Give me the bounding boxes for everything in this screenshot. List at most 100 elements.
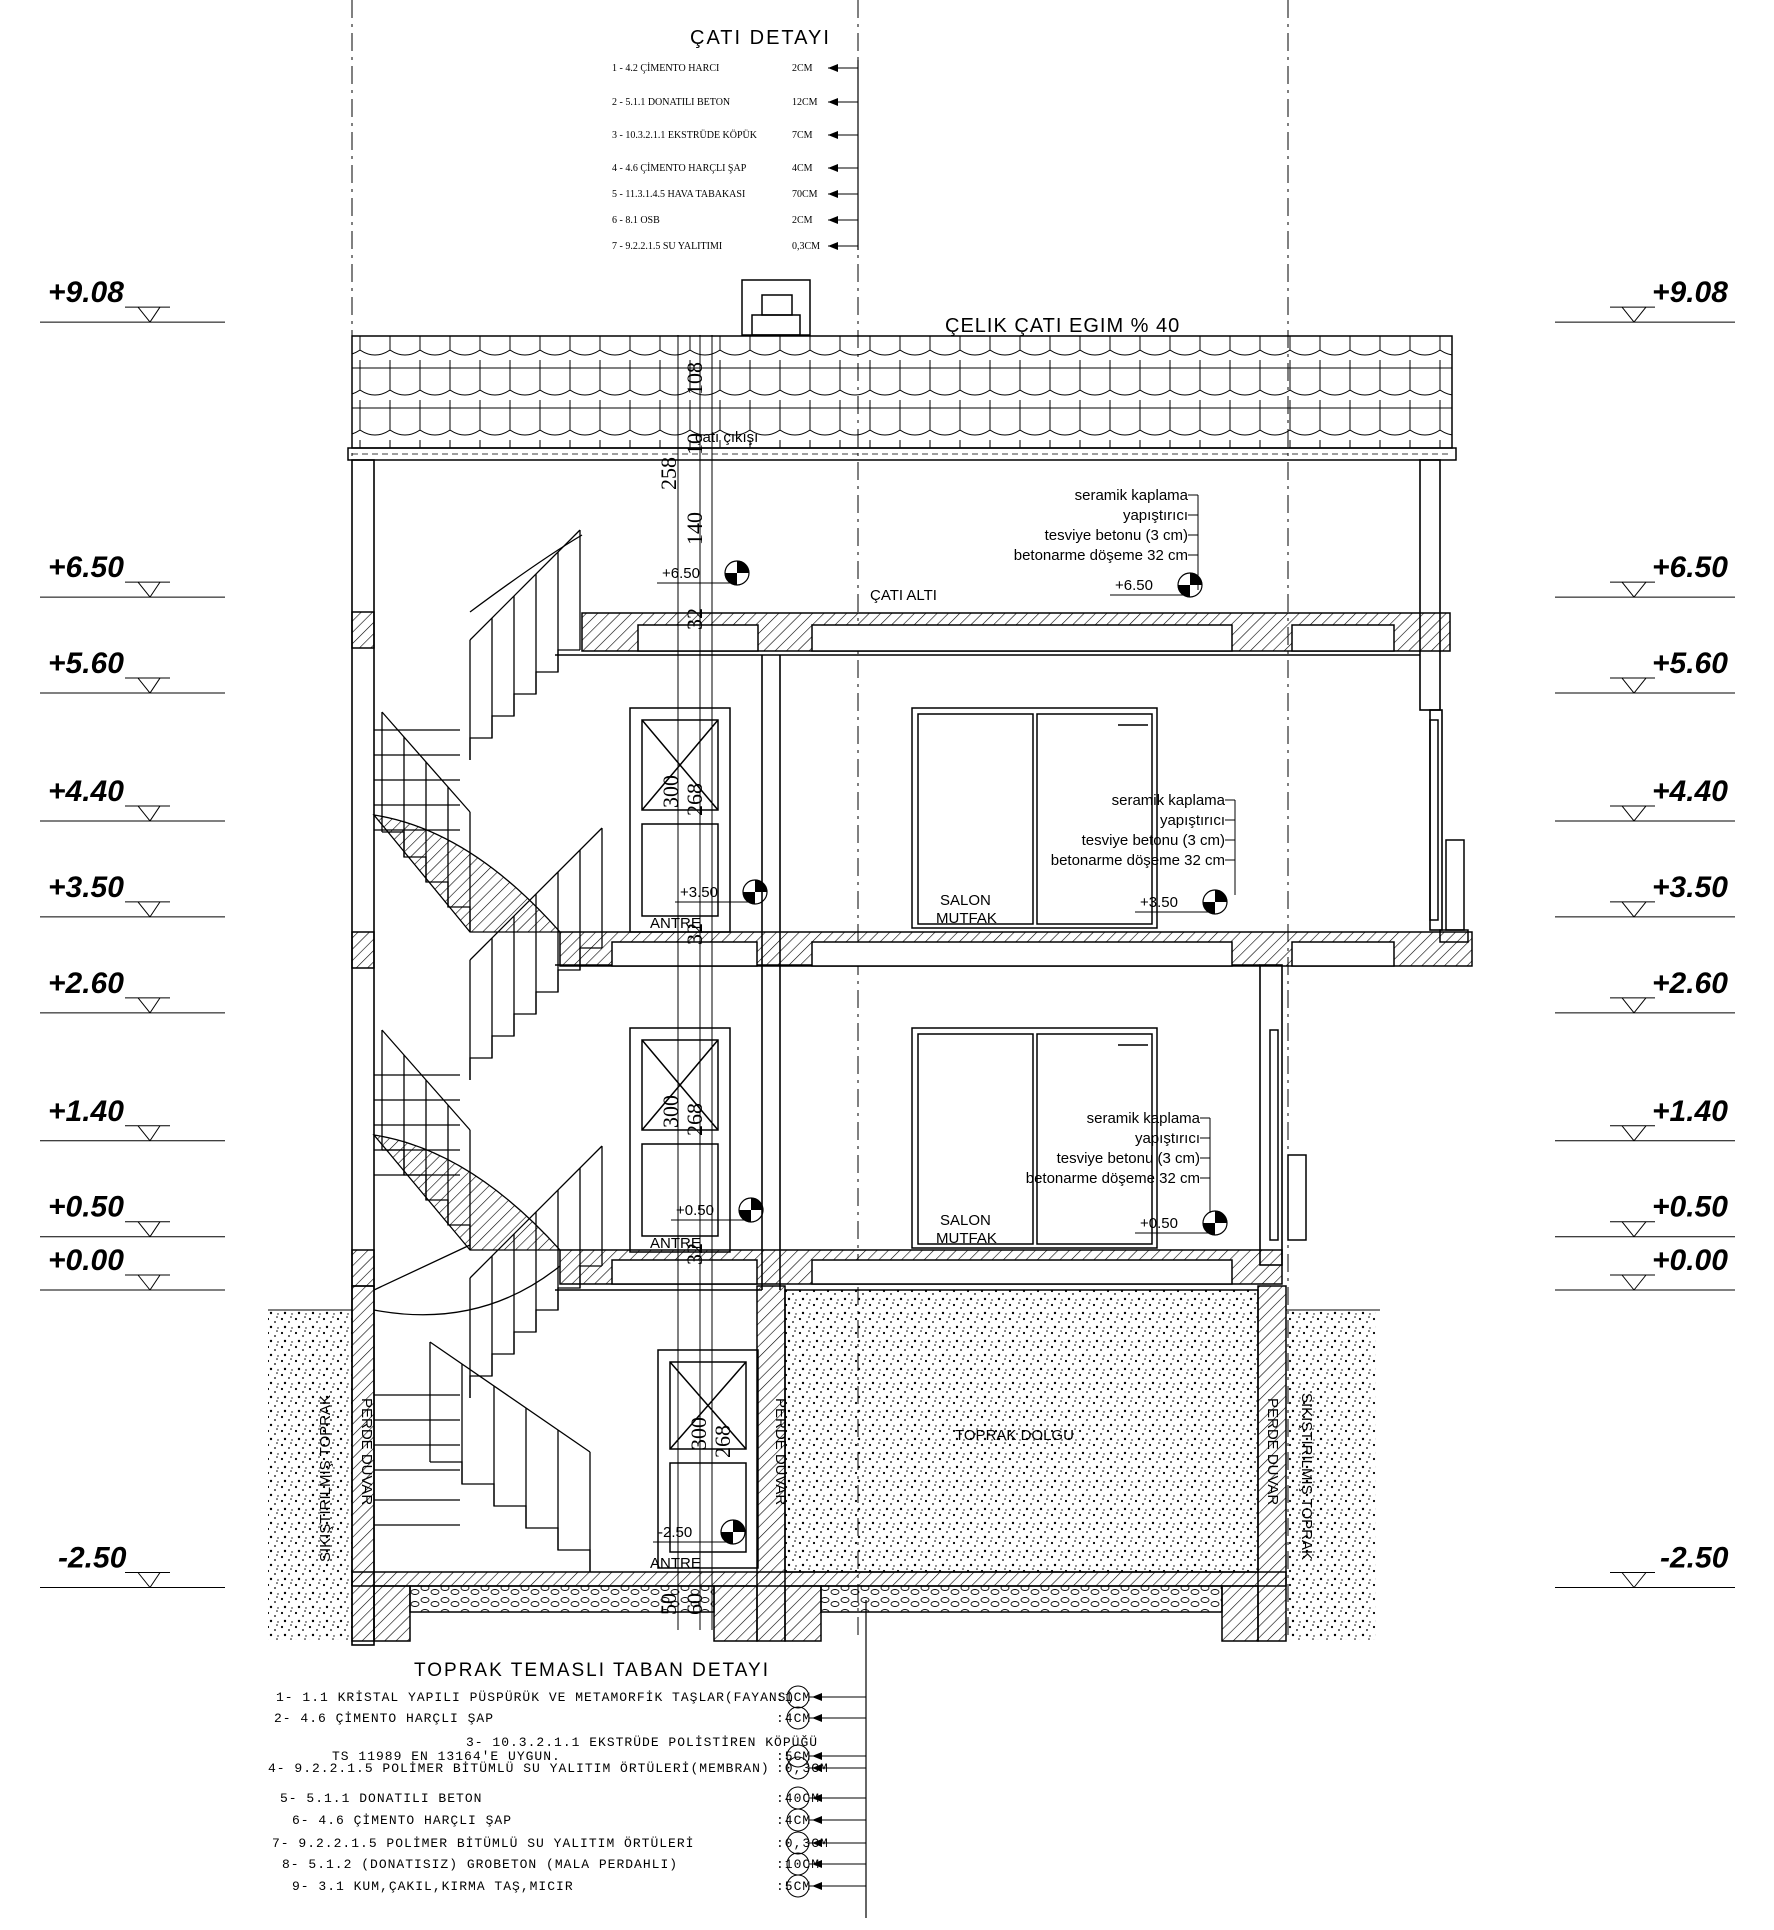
ground-detail: TOPRAK TEMASLI TABAN DETAYI 1- 1.1 KRİST… <box>268 1600 867 1918</box>
level-label: +1.40 <box>48 1095 124 1128</box>
level-marker-left: +3.50 <box>40 871 225 918</box>
dimension-label: 60 <box>682 1593 707 1615</box>
compacted-soil-label: SIKIŞTIRILMIŞ TOPRAK <box>317 1395 334 1562</box>
level-marker-left: +2.60 <box>40 967 225 1014</box>
level-marker-left: +0.00 <box>40 1244 225 1291</box>
stair-treads <box>374 1074 460 1176</box>
floor-finish-notes: seramik kaplama yapıştırıcı tesviye betonu… <box>1014 487 1236 1213</box>
spot-level: +6.50 <box>1110 572 1203 598</box>
dimension-label: 10 <box>682 433 707 455</box>
retaining-wall-label: PERDE DUVAR <box>1264 1398 1281 1505</box>
level-label: +0.50 <box>1652 1191 1728 1224</box>
door-clear-height-label: 268 <box>710 1425 735 1458</box>
under-roof-label: ÇATI ALTI <box>870 587 937 604</box>
level-symbol-icon <box>725 561 749 585</box>
arrow-icon <box>812 1693 822 1701</box>
level-marker-left: +1.40 <box>40 1095 225 1142</box>
level-label: +2.60 <box>1652 967 1728 1000</box>
room-label-kitchen: MUTFAK <box>936 1230 997 1247</box>
spot-level: +0.50 <box>1135 1210 1228 1236</box>
ground-layer-label: 1- 1.1 KRİSTAL YAPILI PÜSPÜRÜK VE METAMO… <box>276 1690 795 1705</box>
level-label: +3.50 <box>48 871 124 904</box>
dimension-label: 32 <box>682 923 707 945</box>
level-marker-left: +4.40 <box>40 775 225 822</box>
vertical-dimension-chain <box>677 335 713 1630</box>
floor-note: yapıştırıcı <box>1135 1130 1200 1147</box>
level-label: -2.50 <box>1660 1542 1729 1575</box>
ground-layer-label: 9- 3.1 KUM,ÇAKIL,KIRMA TAŞ,MICIR <box>292 1879 574 1894</box>
level-marker-right: +9.08 <box>1555 276 1735 323</box>
handrail <box>381 1029 471 1131</box>
arrow-icon <box>812 1764 822 1772</box>
level-marker-right: +6.50 <box>1555 551 1735 598</box>
floor-note: seramik kaplama <box>1075 487 1189 504</box>
arrow-icon <box>812 1752 822 1760</box>
arrow-icon <box>812 1714 822 1722</box>
stair-curve <box>469 534 583 613</box>
retaining-wall-label: PERDE DUVAR <box>358 1398 375 1505</box>
level-label: +9.08 <box>1652 276 1728 309</box>
arrow-icon <box>828 190 838 198</box>
room-labels: ANTREANTREANTRESALONMUTFAKSALONMUTFAKTOP… <box>317 587 1315 1572</box>
level-symbol-icon <box>743 880 767 904</box>
roof-layer-thickness: 2CM <box>792 215 813 226</box>
level-label: +5.60 <box>1652 647 1728 680</box>
level-marker-left: +9.08 <box>40 276 225 323</box>
level-label: +5.60 <box>48 647 124 680</box>
spot-level-label: +0.50 <box>676 1202 714 1219</box>
roof-layer-label: 4 - 4.6 ÇİMENTO HARÇLI ŞAP <box>612 162 747 174</box>
arrow-icon <box>812 1882 822 1890</box>
level-marker-left: +5.60 <box>40 647 225 694</box>
basement-walls <box>351 1285 1287 1642</box>
dimension-label: 32 <box>682 1243 707 1265</box>
stair-flight <box>469 649 580 760</box>
compacted-soil-label: SIKIŞTIRILMIŞ TOPRAK <box>1298 1393 1315 1560</box>
level-label: +4.40 <box>1652 775 1728 808</box>
ground-layer-label: 7- 9.2.2.1.5 POLİMER BİTÜMLÜ SU YALITIM … <box>272 1836 694 1851</box>
ground-layer-label: TS 11989 EN 13164'E UYGUN. <box>332 1749 561 1764</box>
roof: ÇELIK ÇATI EGIM % 40 çatı çıkışı <box>347 315 1457 461</box>
stairs <box>372 529 603 1572</box>
arrow-icon <box>828 164 838 172</box>
roof-slope-label: ÇELIK ÇATI EGIM % 40 <box>945 315 1180 337</box>
floor-note: tesviye betonu (3 cm) <box>1057 1150 1200 1167</box>
level-label: +0.00 <box>1652 1244 1728 1277</box>
roof-layer-thickness: 70CM <box>792 189 818 200</box>
floor-note-group: seramik kaplama yapıştırıcı tesviye betonu… <box>1026 1110 1211 1213</box>
floor-note: seramik kaplama <box>1087 1110 1201 1127</box>
spot-levels: +6.50+6.50+3.50+3.50+0.50+0.50-2.50 <box>653 560 1228 1545</box>
level-label: +4.40 <box>48 775 124 808</box>
level-symbol-icon <box>1203 1211 1227 1235</box>
door-height-label: 300 <box>658 775 683 808</box>
roof-layer-thickness: 12CM <box>792 97 818 108</box>
level-label: +0.50 <box>48 1191 124 1224</box>
level-symbol-icon <box>1178 573 1202 597</box>
dimension-label: 140 <box>682 512 707 545</box>
ground-detail-title: TOPRAK TEMASLI TABAN DETAYI <box>414 1660 770 1681</box>
roof-layer-label: 1 - 4.2 ÇİMENTO HARCI <box>612 62 719 74</box>
room-label-entrance: ANTRE <box>650 1235 701 1252</box>
dimension-label: 258 <box>656 457 681 490</box>
ground-layer-thickness: :5CM <box>776 1879 811 1894</box>
ground-layer-label: 6- 4.6 ÇİMENTO HARÇLI ŞAP <box>292 1813 512 1828</box>
level-markers: +9.08 +9.08 +6.50 +6.50 +5.60 +5.60 +4.40 +4.40… <box>40 276 1735 1588</box>
level-label: +9.08 <box>48 276 124 309</box>
dimension-label: 32 <box>682 608 707 630</box>
dimension-label: 50 <box>656 1593 681 1615</box>
level-marker-right: +5.60 <box>1555 647 1735 694</box>
level-symbol-icon <box>1203 890 1227 914</box>
level-label: +1.40 <box>1652 1095 1728 1128</box>
ground-layer-label: 4- 9.2.2.1.5 POLİMER BİTÜMLÜ SU YALITIM … <box>268 1761 770 1776</box>
roof-layer-label: 5 - 11.3.1.4.5 HAVA TABAKASI <box>612 189 745 200</box>
spot-level-label: +3.50 <box>680 884 718 901</box>
ground-layer-thickness: :1CM <box>776 1690 811 1705</box>
arrow-icon <box>828 216 838 224</box>
handrail <box>429 1341 591 1453</box>
level-marker-right: +3.50 <box>1555 871 1735 918</box>
ground-layer-label: 3- 10.3.2.1.1 EKSTRÜDE POLİSTİREN KÖPÜĞÜ <box>466 1735 818 1750</box>
floor-note: betonarme döşeme 32 cm <box>1051 852 1225 869</box>
